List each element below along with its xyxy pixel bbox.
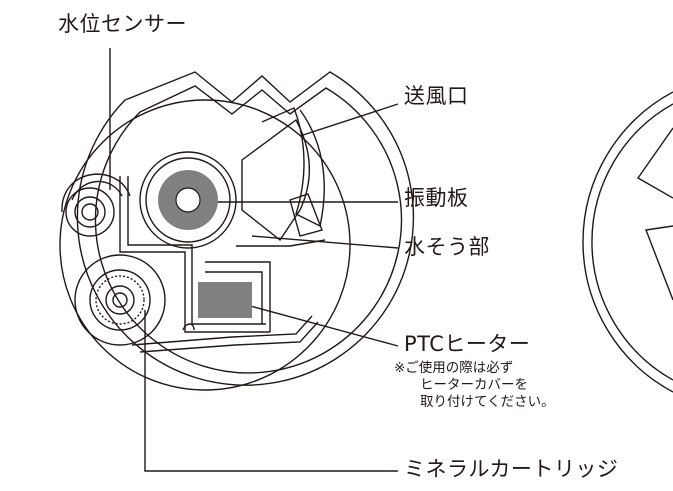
- vibration-plate-housing: [139, 151, 237, 249]
- housing-inner-wall: [59, 99, 351, 391]
- label-water-tank: 水そう部: [404, 235, 490, 259]
- mineral-cartridge-outer-ring: [89, 269, 151, 331]
- label-water-level-sensor: 水位センサー: [58, 12, 187, 36]
- tank-partition-wall: [131, 315, 313, 346]
- leader-air-outlet: [299, 103, 399, 137]
- secondary-unit-blade: [645, 225, 673, 301]
- label-vibration-plate: 振動板: [404, 186, 469, 210]
- air-outlet-flap: [289, 193, 323, 237]
- mineral-cartridge-dotted-ring: [95, 275, 145, 325]
- ptc-heater-frame: [205, 271, 263, 324]
- air-outlet-duct: [261, 107, 325, 228]
- housing-inner-rim: [94, 85, 403, 374]
- mineral-cartridge-ring: [105, 285, 135, 315]
- tank-partition-wall: [139, 321, 319, 353]
- vibration-plate-center: [175, 187, 201, 213]
- label-ptc-heater: PTCヒーター: [404, 332, 531, 356]
- water-level-sensor-outer: [65, 187, 115, 237]
- ptc-heater-element: [198, 282, 252, 318]
- ptc-note-line: ヒーターカバーを: [420, 376, 528, 393]
- vibration-plate-rim: [145, 157, 231, 243]
- tank-partition-wall: [127, 176, 266, 325]
- ptc-note-line: 取り付けてください。: [420, 393, 555, 410]
- leader-water-tank: [251, 235, 399, 249]
- label-mineral-cartridge: ミネラルカートリッジ: [404, 457, 619, 481]
- leader-mineral-cartridge: [144, 310, 398, 472]
- secondary-unit-blade: [636, 127, 673, 199]
- secondary-unit-inner-rim: [591, 103, 673, 381]
- ptc-note-line: ※ご使用の際は必ず: [394, 360, 514, 376]
- tank-partition-wall: [236, 239, 326, 247]
- air-outlet-funnel: [241, 118, 310, 242]
- mineral-cartridge-housing: [74, 254, 166, 346]
- water-level-sensor-ring: [74, 196, 106, 228]
- ptc-heater-note: ※ご使用の際は必ず ヒーターカバーを 取り付けてください。: [394, 360, 555, 411]
- ptc-heater-wire: [182, 323, 195, 331]
- tank-partition-wall: [119, 176, 270, 333]
- housing-outer-rim: [76, 71, 415, 386]
- leader-ptc-heater: [227, 299, 399, 347]
- mineral-cartridge-core: [112, 292, 128, 308]
- water-level-sensor-core: [81, 203, 99, 221]
- label-air-outlet: 送風口: [404, 84, 469, 108]
- water-level-sensor-hood: [61, 173, 131, 213]
- secondary-unit-rim: [582, 91, 673, 393]
- water-level-sensor-hood: [71, 180, 123, 201]
- ptc-heater-frame: [205, 261, 271, 332]
